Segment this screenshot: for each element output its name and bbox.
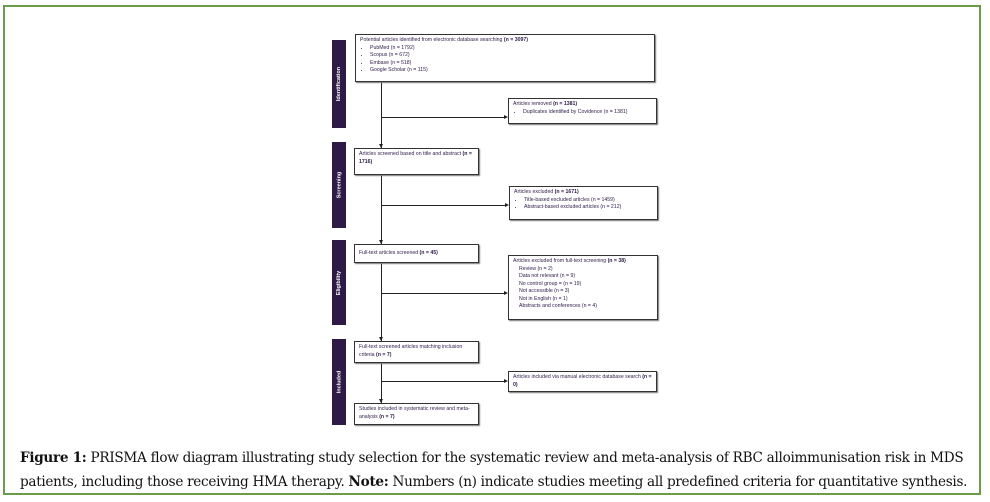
box-count: (n = 45) (419, 250, 438, 256)
figure-frame (3, 5, 981, 495)
box-identified: Potential articles identified from elect… (355, 34, 655, 82)
stage-screening: Screening (332, 142, 346, 228)
box-text: Full-text articles screened (359, 250, 420, 256)
box-matching: Full-text screened articles matching inc… (354, 341, 479, 363)
list-item: Duplicates identified by Covidence (n = … (523, 109, 652, 117)
list-item: PubMed (n = 1792) (370, 45, 650, 53)
box-count: (n = 1381) (553, 101, 578, 107)
stage-label: Eligibility (336, 270, 343, 295)
list-item: No control group = (n = 19) (519, 280, 582, 287)
arrow-right (504, 115, 508, 119)
stage-label: Screening (336, 171, 342, 199)
branch-line (381, 293, 504, 294)
list-item: Data not relevant (n = 9) (519, 273, 576, 280)
branch-line (381, 117, 504, 118)
list-item: Scopus (n = 672) (370, 52, 650, 60)
box-count: (n = 7) (379, 413, 395, 420)
stage-eligibility: Eligibility (332, 240, 346, 325)
box-text: Articles screened based on title and abs… (359, 151, 463, 157)
arrow-down (379, 399, 383, 403)
box-fulltext: Full-text articles screened (n = 45) (354, 244, 479, 263)
box-excluded-fulltext: Articles excluded from full-text screeni… (508, 255, 658, 320)
box-text: Articles excluded from full-text screeni… (513, 258, 608, 264)
box-text: Articles removed (513, 101, 554, 107)
stage-label: Identification (336, 66, 343, 102)
branch-line (381, 381, 504, 382)
box-excluded: Articles excluded (n = 1671) Title-based… (509, 186, 658, 220)
box-text: Potential articles identified from elect… (360, 37, 504, 43)
box-count: (n = 3097) (503, 37, 528, 43)
box-count: (n = 38) (607, 258, 626, 264)
list-item: Not accessible (n = 3) (519, 288, 570, 295)
note-label: Note: (348, 474, 389, 490)
box-manual: Articles included via manual electronic … (508, 371, 657, 392)
box-text: Articles excluded (514, 189, 555, 195)
box-screened: Articles screened based on title and abs… (354, 148, 479, 175)
box-final: Studies included in systematic review an… (354, 403, 479, 425)
box-count: (n = 1671) (554, 189, 579, 195)
box-count: (n = 0) (513, 374, 652, 388)
stage-label: Included (336, 370, 342, 394)
list-item: Embase (n = 518) (370, 60, 650, 68)
list-item: Not in English (n = 1) (519, 295, 568, 302)
box-text: Articles included via manual electronic … (513, 374, 643, 380)
note-text: Numbers (n) indicate studies meeting all… (388, 474, 968, 490)
figure-caption: Figure 1: PRISMA flow diagram illustrati… (20, 446, 985, 494)
arrow-right (504, 291, 508, 295)
caption-text: PRISMA flow diagram illustrating study s… (20, 450, 964, 490)
stage-identification: Identification (332, 40, 346, 128)
list-item: Review (n = 2) (519, 265, 553, 272)
box-count: (n = 1716) (359, 151, 472, 165)
box-text: Full-text screened articles matching inc… (359, 344, 463, 358)
arrow-down (379, 240, 383, 244)
list-item: Abstract-based excluded articles (n = 21… (524, 204, 653, 212)
arrow-right (505, 203, 509, 207)
box-count: (n = 7) (376, 351, 392, 358)
caption-label: Figure 1: (20, 450, 87, 466)
list-item: Abstracts and conferences (n = 4) (519, 303, 597, 310)
stage-included: Included (332, 339, 346, 425)
box-removed: Articles removed (n = 1381) Duplicates i… (508, 98, 657, 124)
branch-line (381, 205, 505, 206)
arrow-down (379, 144, 383, 148)
box-text: Studies included in systematic review an… (359, 406, 470, 420)
list-item: Google Scholar (n = 115) (370, 67, 650, 75)
arrow-down (379, 337, 383, 341)
list-item: Title-based excluded articles (n = 1459) (524, 197, 653, 205)
arrow-right (504, 379, 508, 383)
